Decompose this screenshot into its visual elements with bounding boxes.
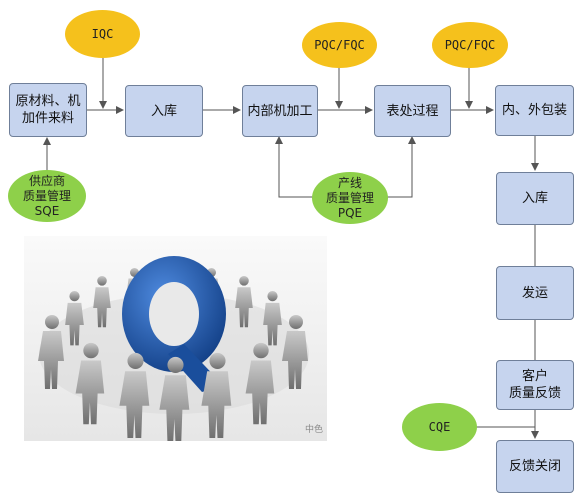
node-customer-feedback-line2: 质量反馈: [508, 386, 561, 401]
badge-pqe: 产线 质量管理 PQE: [312, 172, 388, 224]
badge-pqe-line2: 质量管理: [325, 190, 374, 205]
node-surface-treatment: 表处过程: [374, 85, 451, 137]
badge-pqe-line3: PQE: [337, 205, 363, 220]
node-raw-material: 原材料、机 加件来料: [9, 83, 87, 137]
node-feedback-closed: 反馈关闭: [496, 440, 574, 493]
badge-sqe-line1: 供应商: [28, 173, 65, 188]
badge-sqe: 供应商 质量管理 SQE: [8, 170, 86, 222]
node-warehouse-in-2: 入库: [496, 172, 574, 225]
badge-cqe: CQE: [402, 403, 477, 451]
node-internal-machining: 内部机加工: [242, 85, 318, 137]
image-watermark: 中色: [304, 425, 323, 435]
node-customer-feedback-line1: 客户: [521, 369, 548, 384]
badge-pqc-fqc-1: PQC/FQC: [302, 22, 377, 68]
arrow-pqe-to-surface: [385, 136, 416, 198]
quality-circle-image: 中色: [24, 236, 327, 441]
arrow-pqe-to-machining: [275, 136, 315, 198]
node-customer-feedback: 客户 质量反馈: [496, 360, 574, 410]
node-warehouse-in-1: 入库: [125, 85, 203, 137]
node-shipping: 发运: [496, 266, 574, 320]
badge-iqc: IQC: [65, 10, 140, 58]
badge-sqe-line2: 质量管理: [22, 188, 71, 203]
node-raw-material-line2: 加件来料: [21, 111, 74, 126]
badge-pqc-fqc-2: PQC/FQC: [432, 22, 508, 68]
badge-sqe-line3: SQE: [34, 203, 60, 218]
node-raw-material-line1: 原材料、机: [15, 94, 81, 109]
node-packing: 内、外包装: [495, 85, 574, 136]
badge-pqe-line1: 产线: [337, 175, 362, 190]
quality-q-illustration: [38, 256, 309, 441]
